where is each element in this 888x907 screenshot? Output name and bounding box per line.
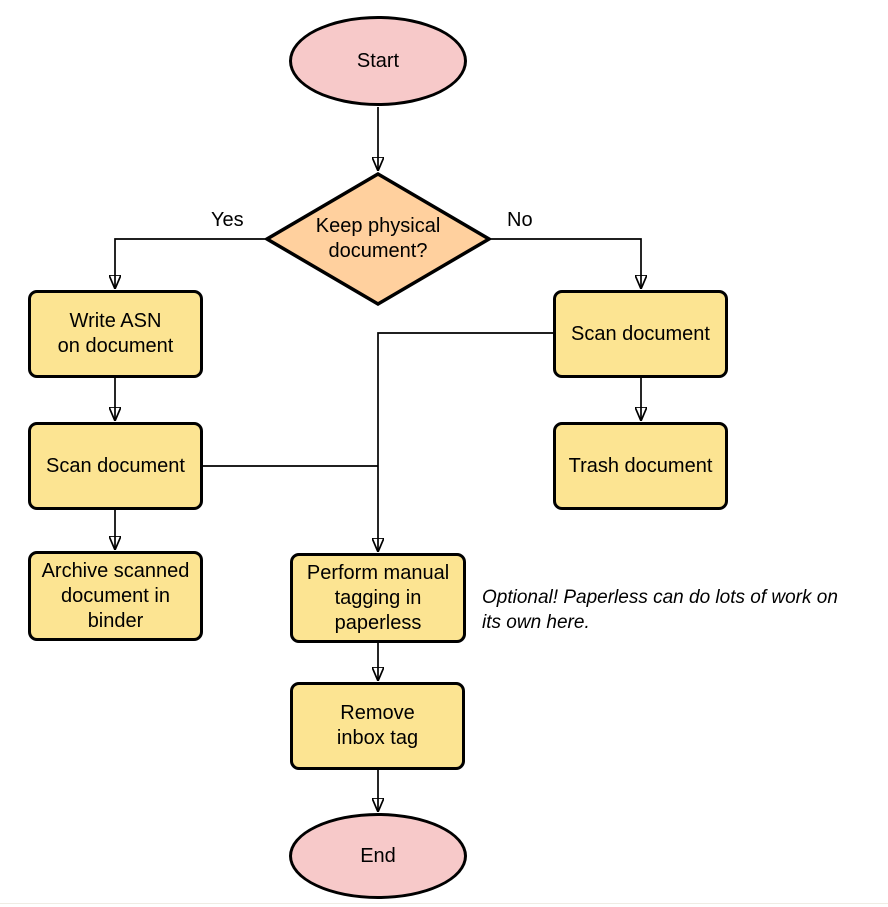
edge-label-yes: Yes: [211, 209, 244, 231]
node-write-asn: Write ASN on document: [28, 290, 203, 378]
node-decision-keep-physical: Keep physical document?: [265, 172, 491, 306]
node-archive-binder: Archive scanned document in binder: [28, 551, 203, 641]
node-scan-document-right: Scan document: [553, 290, 728, 378]
node-decision-label: Keep physical document?: [315, 215, 441, 262]
annotation-note: Optional! Paperless can do lots of work …: [482, 587, 838, 633]
node-remove-inbox-tag: Remove inbox tag: [290, 682, 465, 770]
node-start: Start: [289, 16, 467, 106]
diamond-shape: [265, 172, 491, 306]
node-trash-document: Trash document: [553, 422, 728, 510]
node-perform-tagging: Perform manual tagging in paperless: [290, 553, 466, 643]
node-scan-document-right-label: Scan document: [571, 322, 710, 345]
node-archive-binder-label: Archive scanned document in binder: [41, 559, 190, 632]
node-end: End: [289, 813, 467, 899]
node-scan-document-left-label: Scan document: [46, 454, 185, 477]
node-remove-inbox-tag-label: Remove inbox tag: [336, 702, 419, 749]
node-perform-tagging-label: Perform manual tagging in paperless: [306, 561, 450, 634]
bottom-rule: [0, 903, 888, 904]
node-scan-document-left: Scan document: [28, 422, 203, 510]
node-write-asn-label: Write ASN on document: [57, 310, 174, 357]
node-trash-document-label: Trash document: [568, 454, 713, 477]
node-end-label: End: [360, 844, 396, 867]
edge-label-no: No: [507, 209, 533, 231]
node-start-label: Start: [356, 49, 400, 72]
